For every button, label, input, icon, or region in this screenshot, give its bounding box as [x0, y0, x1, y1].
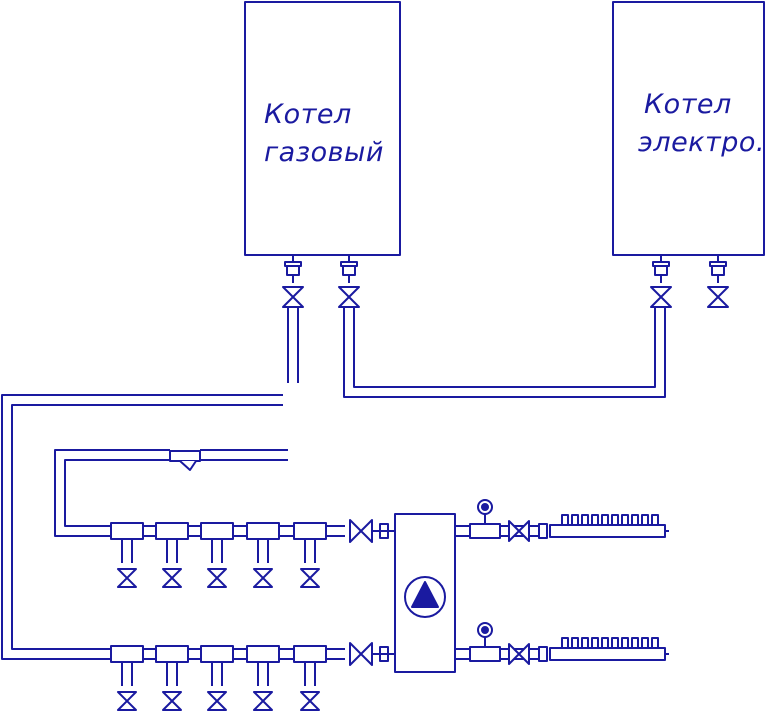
manifold-outlet — [631, 514, 639, 526]
tee-fitting — [110, 645, 144, 663]
valve-icon — [349, 642, 373, 666]
manifold-outlet — [561, 514, 569, 526]
electric-boiler-label-line2: электро. — [638, 127, 765, 158]
pipe-supply-loop — [343, 307, 666, 398]
valve-icon — [162, 691, 182, 711]
electric-boiler-body — [612, 1, 765, 256]
valve-icon — [338, 286, 360, 308]
gas-boiler-label-line2: газовый — [264, 137, 384, 168]
manifold-outlet — [651, 514, 659, 526]
pipe-outer-loop — [11, 404, 283, 650]
tee-fitting — [246, 645, 280, 663]
manifold-outlet — [651, 637, 659, 649]
valve-icon — [650, 286, 672, 308]
gas-boiler-label: Котел газовый — [264, 96, 384, 172]
pipe-supply-loop — [353, 307, 656, 388]
gas-boiler-body — [244, 1, 401, 256]
tee-fitting — [110, 522, 144, 540]
manifold-outlet — [611, 514, 619, 526]
electric-boiler-label-line1: Котел — [644, 89, 732, 120]
valve-icon — [349, 519, 373, 543]
valve-icon — [508, 643, 530, 665]
strainer-icon — [169, 450, 201, 462]
gas-boiler-label-line1: Котел — [264, 99, 352, 130]
tee-fitting — [293, 522, 327, 540]
manifold-outlet — [641, 514, 649, 526]
pump-triangle-icon — [411, 581, 439, 608]
tee-fitting — [469, 523, 501, 539]
valve-icon — [253, 691, 273, 711]
coupling-icon — [538, 523, 548, 539]
tee-fitting — [155, 645, 189, 663]
fitting-icon — [654, 265, 668, 276]
manifold-outlet — [621, 514, 629, 526]
manifold-outlet — [591, 637, 599, 649]
manifold-outlet — [601, 514, 609, 526]
fitting-icon — [342, 265, 356, 276]
manifold-outlet — [581, 637, 589, 649]
fitting-icon — [286, 265, 300, 276]
valve-icon — [282, 286, 304, 308]
valve-icon — [207, 568, 227, 588]
manifold-outlet — [601, 637, 609, 649]
tee-fitting — [246, 522, 280, 540]
manifold-outlet — [621, 637, 629, 649]
tee-fitting — [469, 646, 501, 662]
manifold-outlet — [571, 514, 579, 526]
manifold-bar — [549, 524, 666, 538]
manifold-outlet — [631, 637, 639, 649]
manifold-outlet — [591, 514, 599, 526]
valve-icon — [300, 691, 320, 711]
pipe-upper-loop — [54, 449, 170, 537]
tee-fitting — [200, 645, 234, 663]
coupling-icon — [538, 646, 548, 662]
pipe-outer-loop — [1, 394, 283, 660]
valve-icon — [707, 286, 729, 308]
manifold-outlet — [641, 637, 649, 649]
manifold-outlet — [561, 637, 569, 649]
valve-icon — [207, 691, 227, 711]
valve-icon — [300, 568, 320, 588]
manifold-outlet — [581, 514, 589, 526]
tee-fitting — [155, 522, 189, 540]
strainer-icon — [179, 460, 197, 471]
manifold-bar — [549, 647, 666, 661]
tee-fitting — [200, 522, 234, 540]
fitting-icon — [711, 265, 725, 276]
electric-boiler-label: Котел электро. — [638, 86, 765, 162]
pipe-upper-loop — [64, 459, 170, 527]
tee-fitting — [293, 645, 327, 663]
pressure-gauge-icon — [481, 503, 489, 511]
pressure-gauge-icon — [481, 626, 489, 634]
manifold-outlet — [611, 637, 619, 649]
valve-icon — [253, 568, 273, 588]
valve-icon — [508, 520, 530, 542]
valve-icon — [117, 568, 137, 588]
valve-icon — [162, 568, 182, 588]
manifold-outlet — [571, 637, 579, 649]
valve-icon — [117, 691, 137, 711]
